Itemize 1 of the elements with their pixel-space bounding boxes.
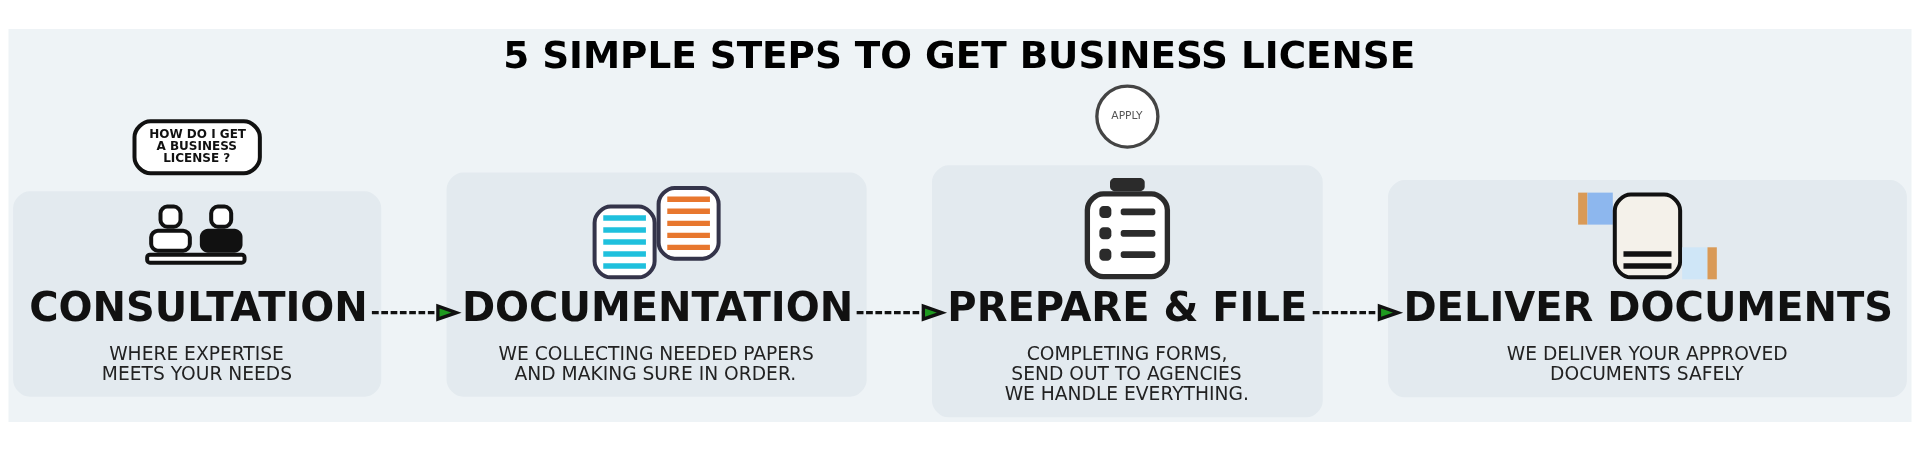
diagram-title: 5 SIMPLE STEPS TO GET BUSINESS LICENSE: [503, 32, 1416, 77]
